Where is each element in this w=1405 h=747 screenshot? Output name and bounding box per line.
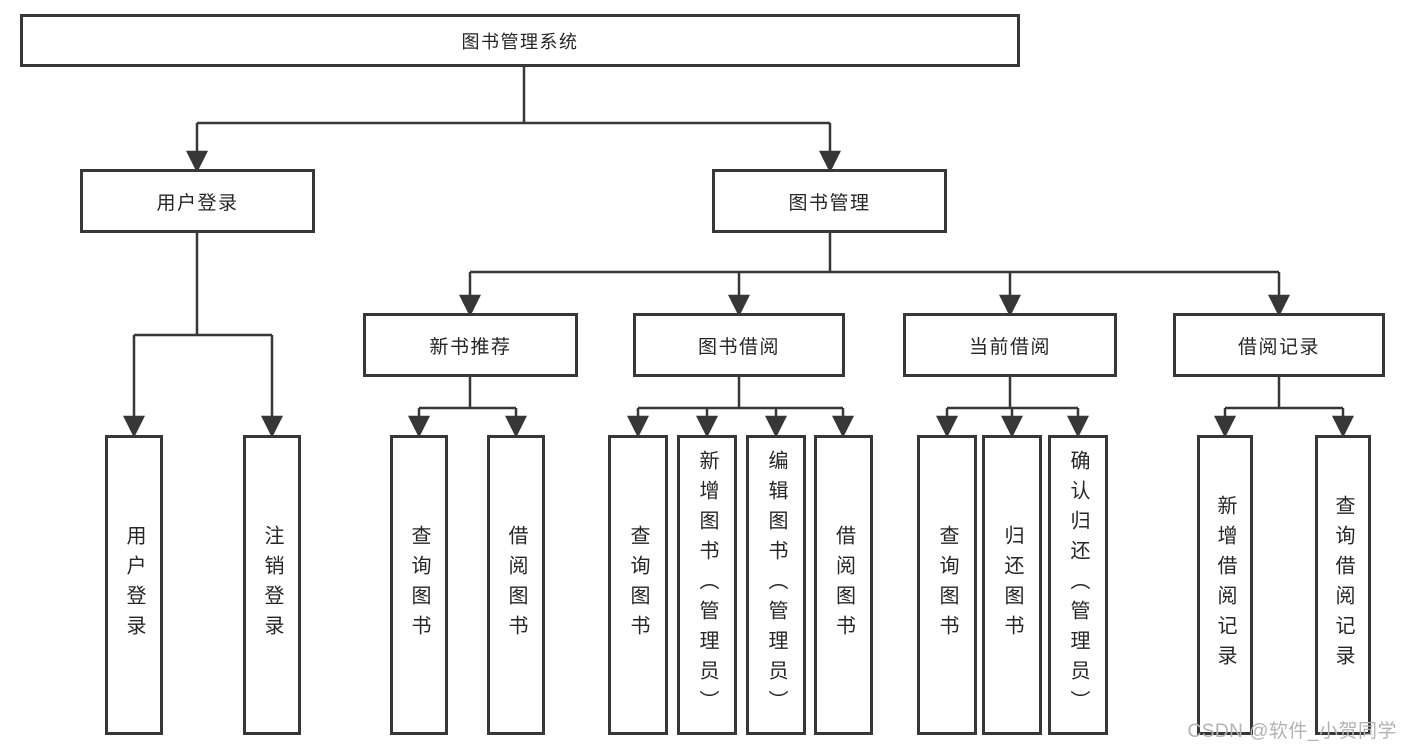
- arrowhead-icon: [1213, 415, 1237, 438]
- node-label: 新书推荐: [429, 336, 512, 358]
- csdn-watermark: CSDN @软件_小贺同学: [1187, 721, 1397, 742]
- connector-root-to-branches: [185, 67, 842, 173]
- arrowhead-icon: [185, 150, 209, 173]
- node-label: 查询图书: [627, 525, 649, 645]
- arrowhead-icon: [1267, 294, 1291, 317]
- node-logout-leaf: 注销登录: [243, 435, 301, 735]
- node-book-borrowing: 图书借阅: [633, 313, 845, 377]
- node-label: 图书管理系统: [461, 31, 579, 52]
- connector-book-management-to-groups: [458, 232, 1291, 317]
- arrowhead-icon: [998, 294, 1022, 317]
- node-book-management-branch: 图书管理: [712, 169, 947, 233]
- node-query-borrow-record-leaf: 查询借阅记录: [1315, 435, 1371, 735]
- connector-book-borrowing-to-leaves: [626, 376, 855, 438]
- node-label: 归还图书: [1001, 525, 1023, 645]
- node-query-books-leaf: 查询图书: [390, 435, 448, 735]
- node-label: 用户登录: [123, 525, 145, 645]
- arrowhead-icon: [458, 294, 482, 317]
- node-label: 查询借阅记录: [1332, 495, 1354, 675]
- arrowhead-icon: [407, 415, 431, 438]
- node-label: 借阅图书: [832, 525, 855, 645]
- node-label: 编辑图书（管理员）: [765, 450, 787, 720]
- node-label: 借阅记录: [1237, 336, 1320, 358]
- node-label: 图书借阅: [697, 336, 780, 358]
- node-user-login-branch: 用户登录: [80, 169, 315, 233]
- node-query-books-leaf: 查询图书: [917, 435, 977, 735]
- node-label: 确认归还（管理员）: [1067, 450, 1089, 720]
- node-confirm-return-admin-leaf: 确认归还（管理员）: [1048, 435, 1108, 735]
- node-borrow-books-leaf: 借阅图书: [814, 435, 873, 735]
- node-borrow-records: 借阅记录: [1173, 313, 1385, 377]
- connector-current-borrowing-to-leaves: [935, 376, 1090, 438]
- node-add-books-admin-leaf: 新增图书（管理员）: [677, 435, 737, 735]
- node-label: 注销登录: [261, 525, 283, 645]
- arrowhead-icon: [260, 415, 284, 438]
- arrowhead-icon: [764, 415, 788, 438]
- node-label: 借阅图书: [505, 525, 527, 645]
- arrowhead-icon: [1331, 415, 1355, 438]
- node-label: 新增借阅记录: [1214, 495, 1236, 675]
- node-library-system-root: 图书管理系统: [20, 14, 1020, 67]
- node-user-login-leaf: 用户登录: [105, 435, 163, 735]
- arrowhead-icon: [122, 415, 146, 438]
- arrowhead-icon: [626, 415, 650, 438]
- node-label: 查询图书: [408, 525, 430, 645]
- arrowhead-icon: [504, 415, 528, 438]
- node-edit-books-admin-leaf: 编辑图书（管理员）: [746, 435, 806, 735]
- node-borrow-books-leaf: 借阅图书: [487, 435, 545, 735]
- node-current-borrowing: 当前借阅: [903, 313, 1117, 377]
- node-label: 新增图书（管理员）: [696, 450, 718, 720]
- connector-borrow-records-to-leaves: [1213, 376, 1355, 438]
- arrowhead-icon: [935, 415, 959, 438]
- arrowhead-icon: [727, 294, 751, 317]
- node-label: 用户登录: [156, 192, 239, 214]
- arrowhead-icon: [1066, 415, 1090, 438]
- arrowhead-icon: [1000, 415, 1024, 438]
- arrowhead-icon: [831, 415, 855, 438]
- connector-new-books-to-leaves: [407, 376, 528, 438]
- connector-user-login-to-leaves: [122, 232, 284, 438]
- node-query-books-leaf: 查询图书: [608, 435, 668, 735]
- node-label: 当前借阅: [968, 336, 1051, 358]
- node-label: 图书管理: [788, 192, 871, 214]
- node-new-book-recommendation: 新书推荐: [363, 313, 578, 377]
- node-label: 查询图书: [936, 525, 958, 645]
- arrowhead-icon: [695, 415, 719, 438]
- node-return-books-leaf: 归还图书: [982, 435, 1042, 735]
- node-add-borrow-record-leaf: 新增借阅记录: [1197, 435, 1253, 735]
- arrowhead-icon: [818, 150, 842, 173]
